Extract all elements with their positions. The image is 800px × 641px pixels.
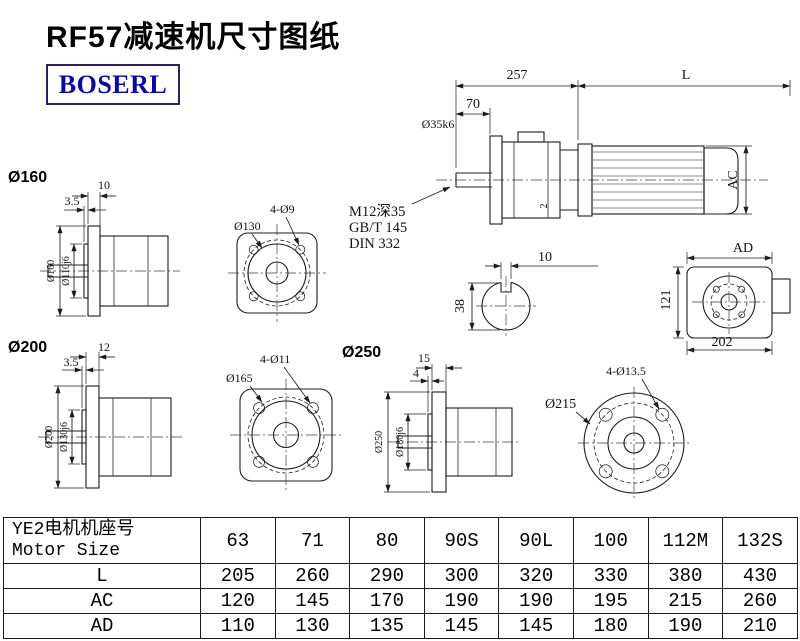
dim-160-35: 3.5: [65, 194, 80, 208]
dim-130-bolt-circle: Ø130: [234, 219, 261, 233]
brand-text: BOSERL: [58, 69, 168, 99]
table-cell: 145: [423, 613, 500, 639]
flange250-title: Ø250: [342, 344, 381, 361]
dim-AC: AC: [726, 170, 741, 189]
flange130-face-view: Ø130 4-Ø9: [228, 202, 326, 322]
shaft-key-section: 10 38: [453, 250, 598, 336]
dim-key-width: 10: [538, 250, 552, 265]
dim-key-height: 38: [453, 299, 468, 313]
table-cell: 170: [349, 588, 425, 614]
table-cell: 195: [572, 588, 649, 614]
table-cell: 190: [647, 613, 724, 639]
table-cell: 260: [722, 588, 798, 614]
table-cell: 210: [722, 613, 798, 639]
dim-250-od: Ø250: [374, 431, 385, 453]
dim-160-10: 10: [98, 178, 110, 192]
flange200-title: Ø200: [8, 339, 47, 356]
motor-size-header-cell: YE2电机机座号 Motor Size: [3, 517, 201, 564]
flange160-side-view: Ø160 10 3.5 Ø160 Ø110j6: [8, 169, 180, 317]
flange160-title: Ø160: [8, 169, 47, 186]
table-cell: 110: [200, 613, 276, 639]
table-row-AD: AD 110 130 135 145 145 180 190 210: [3, 613, 798, 639]
dim-130-holes: 4-Ø9: [270, 202, 295, 216]
dimension-table: YE2电机机座号 Motor Size 63 71 80 90S 90L 100…: [3, 517, 798, 639]
table-cell: 130: [274, 613, 351, 639]
dim-165-bolt-circle: Ø165: [226, 371, 253, 385]
dim-70: 70: [466, 97, 480, 112]
table-cell: 100: [572, 517, 649, 564]
table-cell: 330: [572, 563, 649, 589]
table-cell: 145: [274, 588, 351, 614]
dim-202: 202: [712, 335, 733, 350]
table-cell: 80: [349, 517, 425, 564]
row-label-AD: AD: [3, 613, 201, 639]
main-side-view: 257 L 70 Ø35k6 AC 2 M12深35 GB/T 145 DIN …: [349, 68, 791, 252]
table-cell: 300: [423, 563, 500, 589]
table-cell: 90S: [423, 517, 500, 564]
dim-AD: AD: [733, 241, 753, 256]
table-cell: 132S: [722, 517, 798, 564]
table-cell: 63: [200, 517, 276, 564]
table-cell: 190: [498, 588, 574, 614]
table-cell: 430: [722, 563, 798, 589]
dim-shaft-diameter: Ø35k6: [422, 117, 455, 131]
table-cell: 215: [647, 588, 724, 614]
table-row-L: L 205 260 290 300 320 330 380 430: [3, 563, 798, 589]
dim-200-35: 3.5: [64, 355, 79, 369]
motor-size-header-cn: YE2电机机座号: [12, 519, 135, 540]
table-header-row: YE2电机机座号 Motor Size 63 71 80 90S 90L 100…: [3, 517, 798, 564]
dim-250-4: 4: [413, 366, 419, 380]
table-cell: 145: [498, 613, 574, 639]
dim-215-bolt-circle: Ø215: [545, 397, 576, 412]
dim-160-od: Ø160: [46, 260, 57, 282]
dim-200-od: Ø200: [44, 426, 55, 448]
table-cell: 205: [200, 563, 276, 589]
dim-200-spigot: Ø130j6: [59, 422, 70, 452]
table-cell: 380: [647, 563, 724, 589]
page-title: RF57减速机尺寸图纸: [46, 21, 341, 54]
note-gb-standard: GB/T 145: [349, 220, 407, 236]
dim-121: 121: [659, 290, 674, 311]
motor-end-view: AD 121 202: [659, 241, 791, 355]
motor-size-header-en: Motor Size: [12, 540, 121, 561]
table-cell: 112M: [647, 517, 724, 564]
note-tapped-hole: M12深35: [349, 203, 405, 220]
dim-200-12: 12: [98, 340, 110, 354]
brand-logo: BOSERL: [46, 64, 180, 105]
table-cell: 71: [274, 517, 351, 564]
row-label-L: L: [3, 563, 201, 589]
dim-250-spigot: Ø180j6: [395, 427, 406, 457]
note-din-standard: DIN 332: [349, 236, 400, 252]
table-cell: 180: [572, 613, 649, 639]
table-cell: 90L: [498, 517, 574, 564]
flange200-side-view: Ø200 12 3.5 Ø200 Ø130j6: [8, 339, 184, 489]
flange250-side-view: Ø250 15 4 Ø250 Ø180j6: [342, 344, 520, 493]
row-label-AC: AC: [3, 588, 201, 614]
dim-160-spigot: Ø110j6: [61, 256, 72, 286]
table-row-AC: AC 120 145 170 190 190 195 215 260: [3, 588, 798, 614]
table-cell: 135: [349, 613, 425, 639]
table-cell: 120: [200, 588, 276, 614]
flange165-face-view: Ø165 4-Ø11: [226, 352, 342, 491]
table-cell: 190: [423, 588, 500, 614]
dim-L: L: [682, 68, 691, 83]
technical-drawing: 257 L 70 Ø35k6 AC 2 M12深35 GB/T 145 DIN …: [8, 68, 791, 499]
table-cell: 320: [498, 563, 574, 589]
dim-250-15: 15: [418, 351, 430, 365]
dim-165-holes: 4-Ø11: [260, 352, 290, 366]
table-cell: 290: [349, 563, 425, 589]
dim-257: 257: [507, 68, 528, 83]
dim-2: 2: [539, 204, 550, 209]
dim-215-holes: 4-Ø13.5: [606, 364, 646, 378]
table-cell: 260: [274, 563, 351, 589]
flange215-face-view: Ø215 4-Ø13.5: [545, 364, 690, 499]
